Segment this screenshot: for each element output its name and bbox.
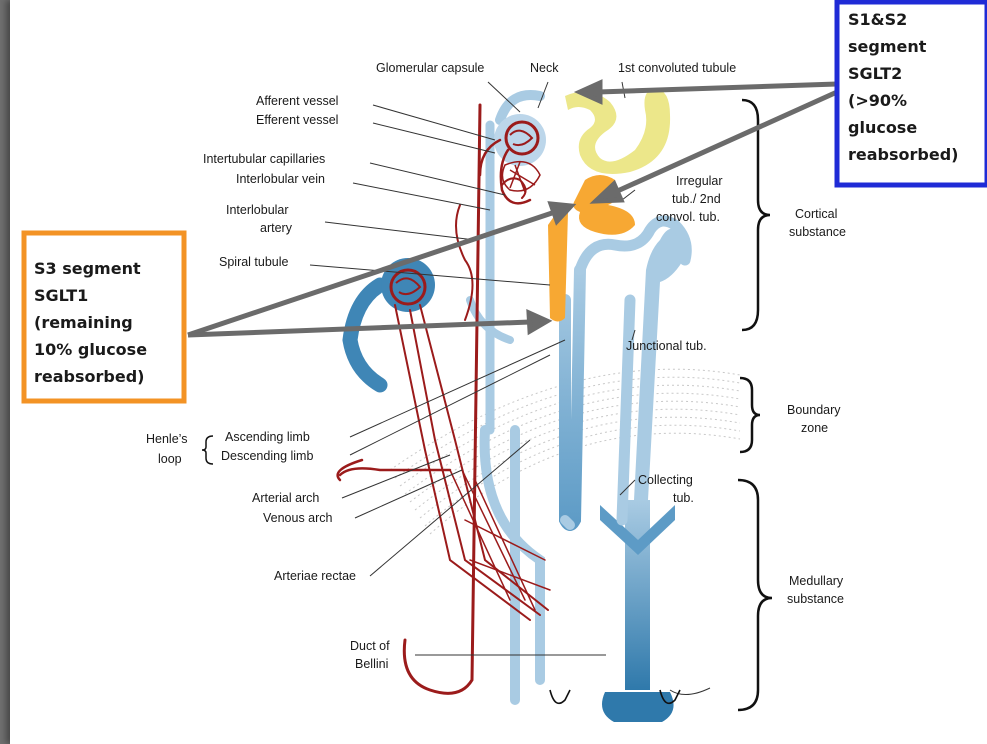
label-collecting-1: Collecting	[638, 473, 693, 487]
label-boundary-1: Boundary	[787, 403, 841, 417]
s1s2-line3: SGLT2	[848, 64, 902, 83]
label-glomerular-capsule: Glomerular capsule	[376, 61, 484, 75]
s1s2-line5: glucose	[848, 118, 917, 137]
s1s2-line2: segment	[848, 37, 927, 56]
diagram-frame: S1&S2 segment SGLT2 (>90% glucose reabso…	[10, 0, 987, 744]
label-cortical-1: Cortical	[795, 207, 837, 221]
label-first-convoluted: 1st convoluted tubule	[618, 61, 736, 75]
label-medullary-1: Medullary	[789, 574, 844, 588]
label-spiral-tubule: Spiral tubule	[219, 255, 289, 269]
s3-line2: SGLT1	[34, 286, 88, 305]
label-arteriae-rectae: Arteriae rectae	[274, 569, 356, 583]
s1s2-line1: S1&S2	[848, 10, 907, 29]
s1s2-line6: reabsorbed)	[848, 145, 958, 164]
s3-line5: reabsorbed)	[34, 367, 144, 386]
label-ascending: Ascending limb	[225, 430, 310, 444]
glomerular-capsule-upper	[494, 114, 546, 166]
label-irregular-3: convol. tub.	[656, 210, 720, 224]
label-interlobular-artery-2: artery	[260, 221, 293, 235]
s1s2-annotation-box: S1&S2 segment SGLT2 (>90% glucose reabso…	[837, 2, 987, 185]
label-henles-1: Henle’s	[146, 432, 187, 446]
labels: Glomerular capsule Neck 1st convoluted t…	[146, 61, 846, 671]
label-interlobular-artery-1: Interlobular	[226, 203, 289, 217]
label-duct-2: Bellini	[355, 657, 388, 671]
s3-line4: 10% glucose	[34, 340, 147, 359]
first-convoluted-tubule	[565, 88, 670, 174]
nephron-diagram: S1&S2 segment SGLT2 (>90% glucose reabso…	[10, 0, 987, 744]
label-efferent: Efferent vessel	[256, 113, 338, 127]
label-intertubular: Intertubular capillaries	[203, 152, 325, 166]
intertubular-capillaries	[502, 162, 540, 192]
label-venous-arch: Venous arch	[263, 511, 333, 525]
label-henles-2: loop	[158, 452, 182, 466]
label-collecting-2: tub.	[673, 491, 694, 505]
label-neck: Neck	[530, 61, 559, 75]
label-cortical-2: substance	[789, 225, 846, 239]
label-junctional: Junctional tub.	[626, 339, 707, 353]
label-medullary-2: substance	[787, 592, 844, 606]
s1s2-line4: (>90%	[848, 91, 907, 110]
label-interlobular-vein: Interlobular vein	[236, 172, 325, 186]
s3-line3: (remaining	[34, 313, 133, 332]
label-irregular-1: Irregular	[676, 174, 723, 188]
label-arterial-arch: Arterial arch	[252, 491, 319, 505]
label-boundary-2: zone	[801, 421, 828, 435]
s3-line1: S3 segment	[34, 259, 141, 278]
label-descending: Descending limb	[221, 449, 313, 463]
label-duct-1: Duct of	[350, 639, 390, 653]
label-afferent: Afferent vessel	[256, 94, 338, 108]
s3-annotation-box: S3 segment SGLT1 (remaining 10% glucose …	[24, 233, 184, 401]
label-irregular-2: tub./ 2nd	[672, 192, 721, 206]
